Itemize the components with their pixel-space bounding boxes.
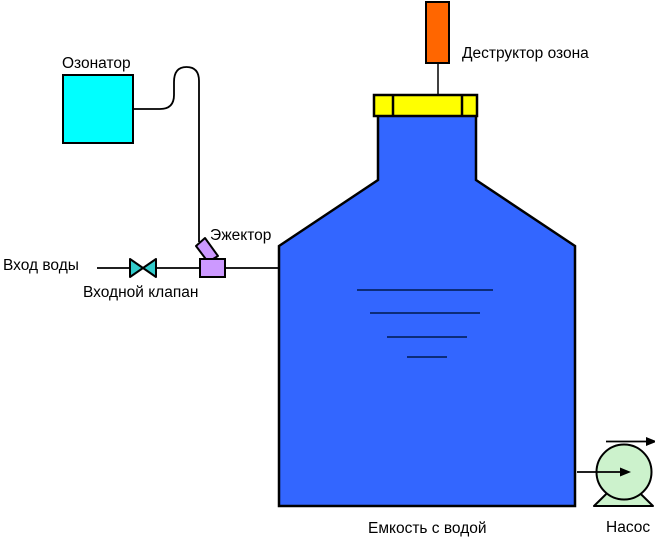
pump-outlet-arrowhead: [646, 437, 655, 446]
tank-cap: [372, 93, 479, 118]
ejector-nozzle: [195, 237, 219, 263]
ozonator-label: Озонатор: [62, 55, 131, 72]
tank-body: [277, 112, 577, 508]
inlet-valve-left-triangle: [129, 258, 144, 278]
ejector-body: [199, 258, 226, 278]
ozonator-box: [62, 74, 134, 144]
inlet-valve-right-triangle: [142, 258, 157, 278]
ejector-label: Эжектор: [210, 227, 272, 244]
water-inlet-label: Вход воды: [3, 257, 79, 274]
pipe-ozonator-to-ejector: [133, 66, 200, 242]
pump-inlet-arrowhead: [620, 467, 631, 477]
pump-label: Насос: [606, 519, 651, 536]
ozone-destructor-label: Деструктор озона: [462, 45, 589, 62]
water-tank-label: Емкость с водой: [368, 520, 487, 537]
ozone-destructor-shape: [425, 1, 450, 64]
inlet-valve-label: Входной клапан: [83, 284, 199, 301]
